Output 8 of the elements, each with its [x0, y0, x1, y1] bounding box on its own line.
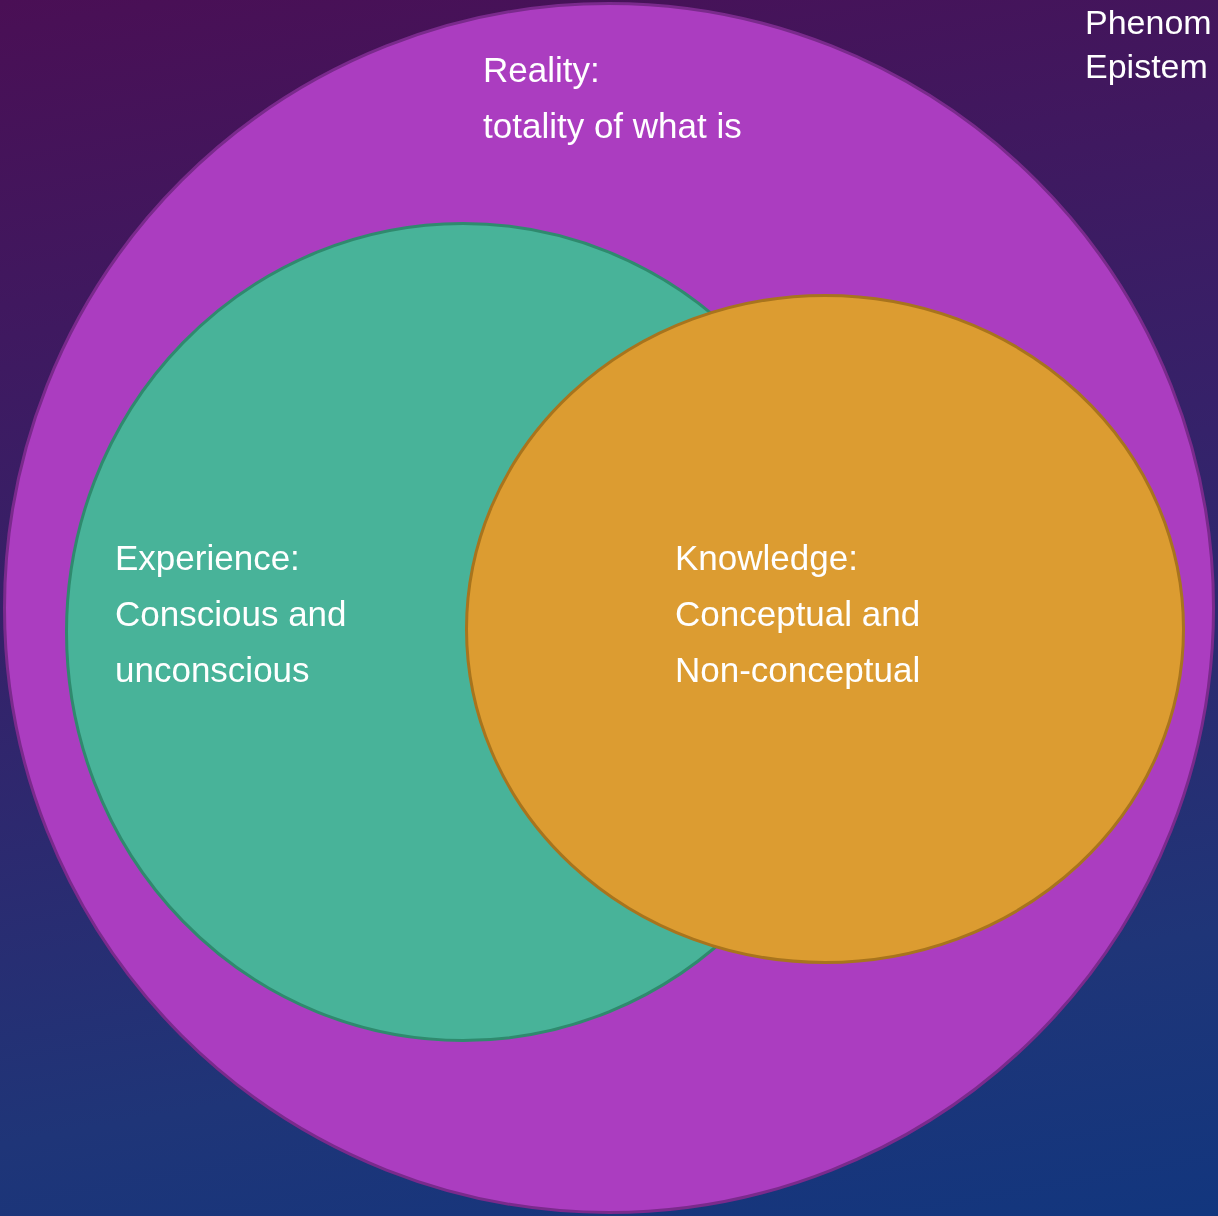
cut-off-heading: Phenom: [1085, 2, 1212, 43]
circle-label: Conscious and unconscious: [115, 593, 348, 691]
circle-label: totality of what is: [483, 105, 742, 147]
circle-label: Conceptual and Non-conceptual: [675, 593, 922, 691]
circle-heading: Experience:: [115, 537, 300, 579]
circle-heading: Reality:: [483, 49, 600, 91]
circle-heading: Knowledge:: [675, 537, 858, 579]
cut-off-heading: Epistem: [1085, 46, 1208, 87]
